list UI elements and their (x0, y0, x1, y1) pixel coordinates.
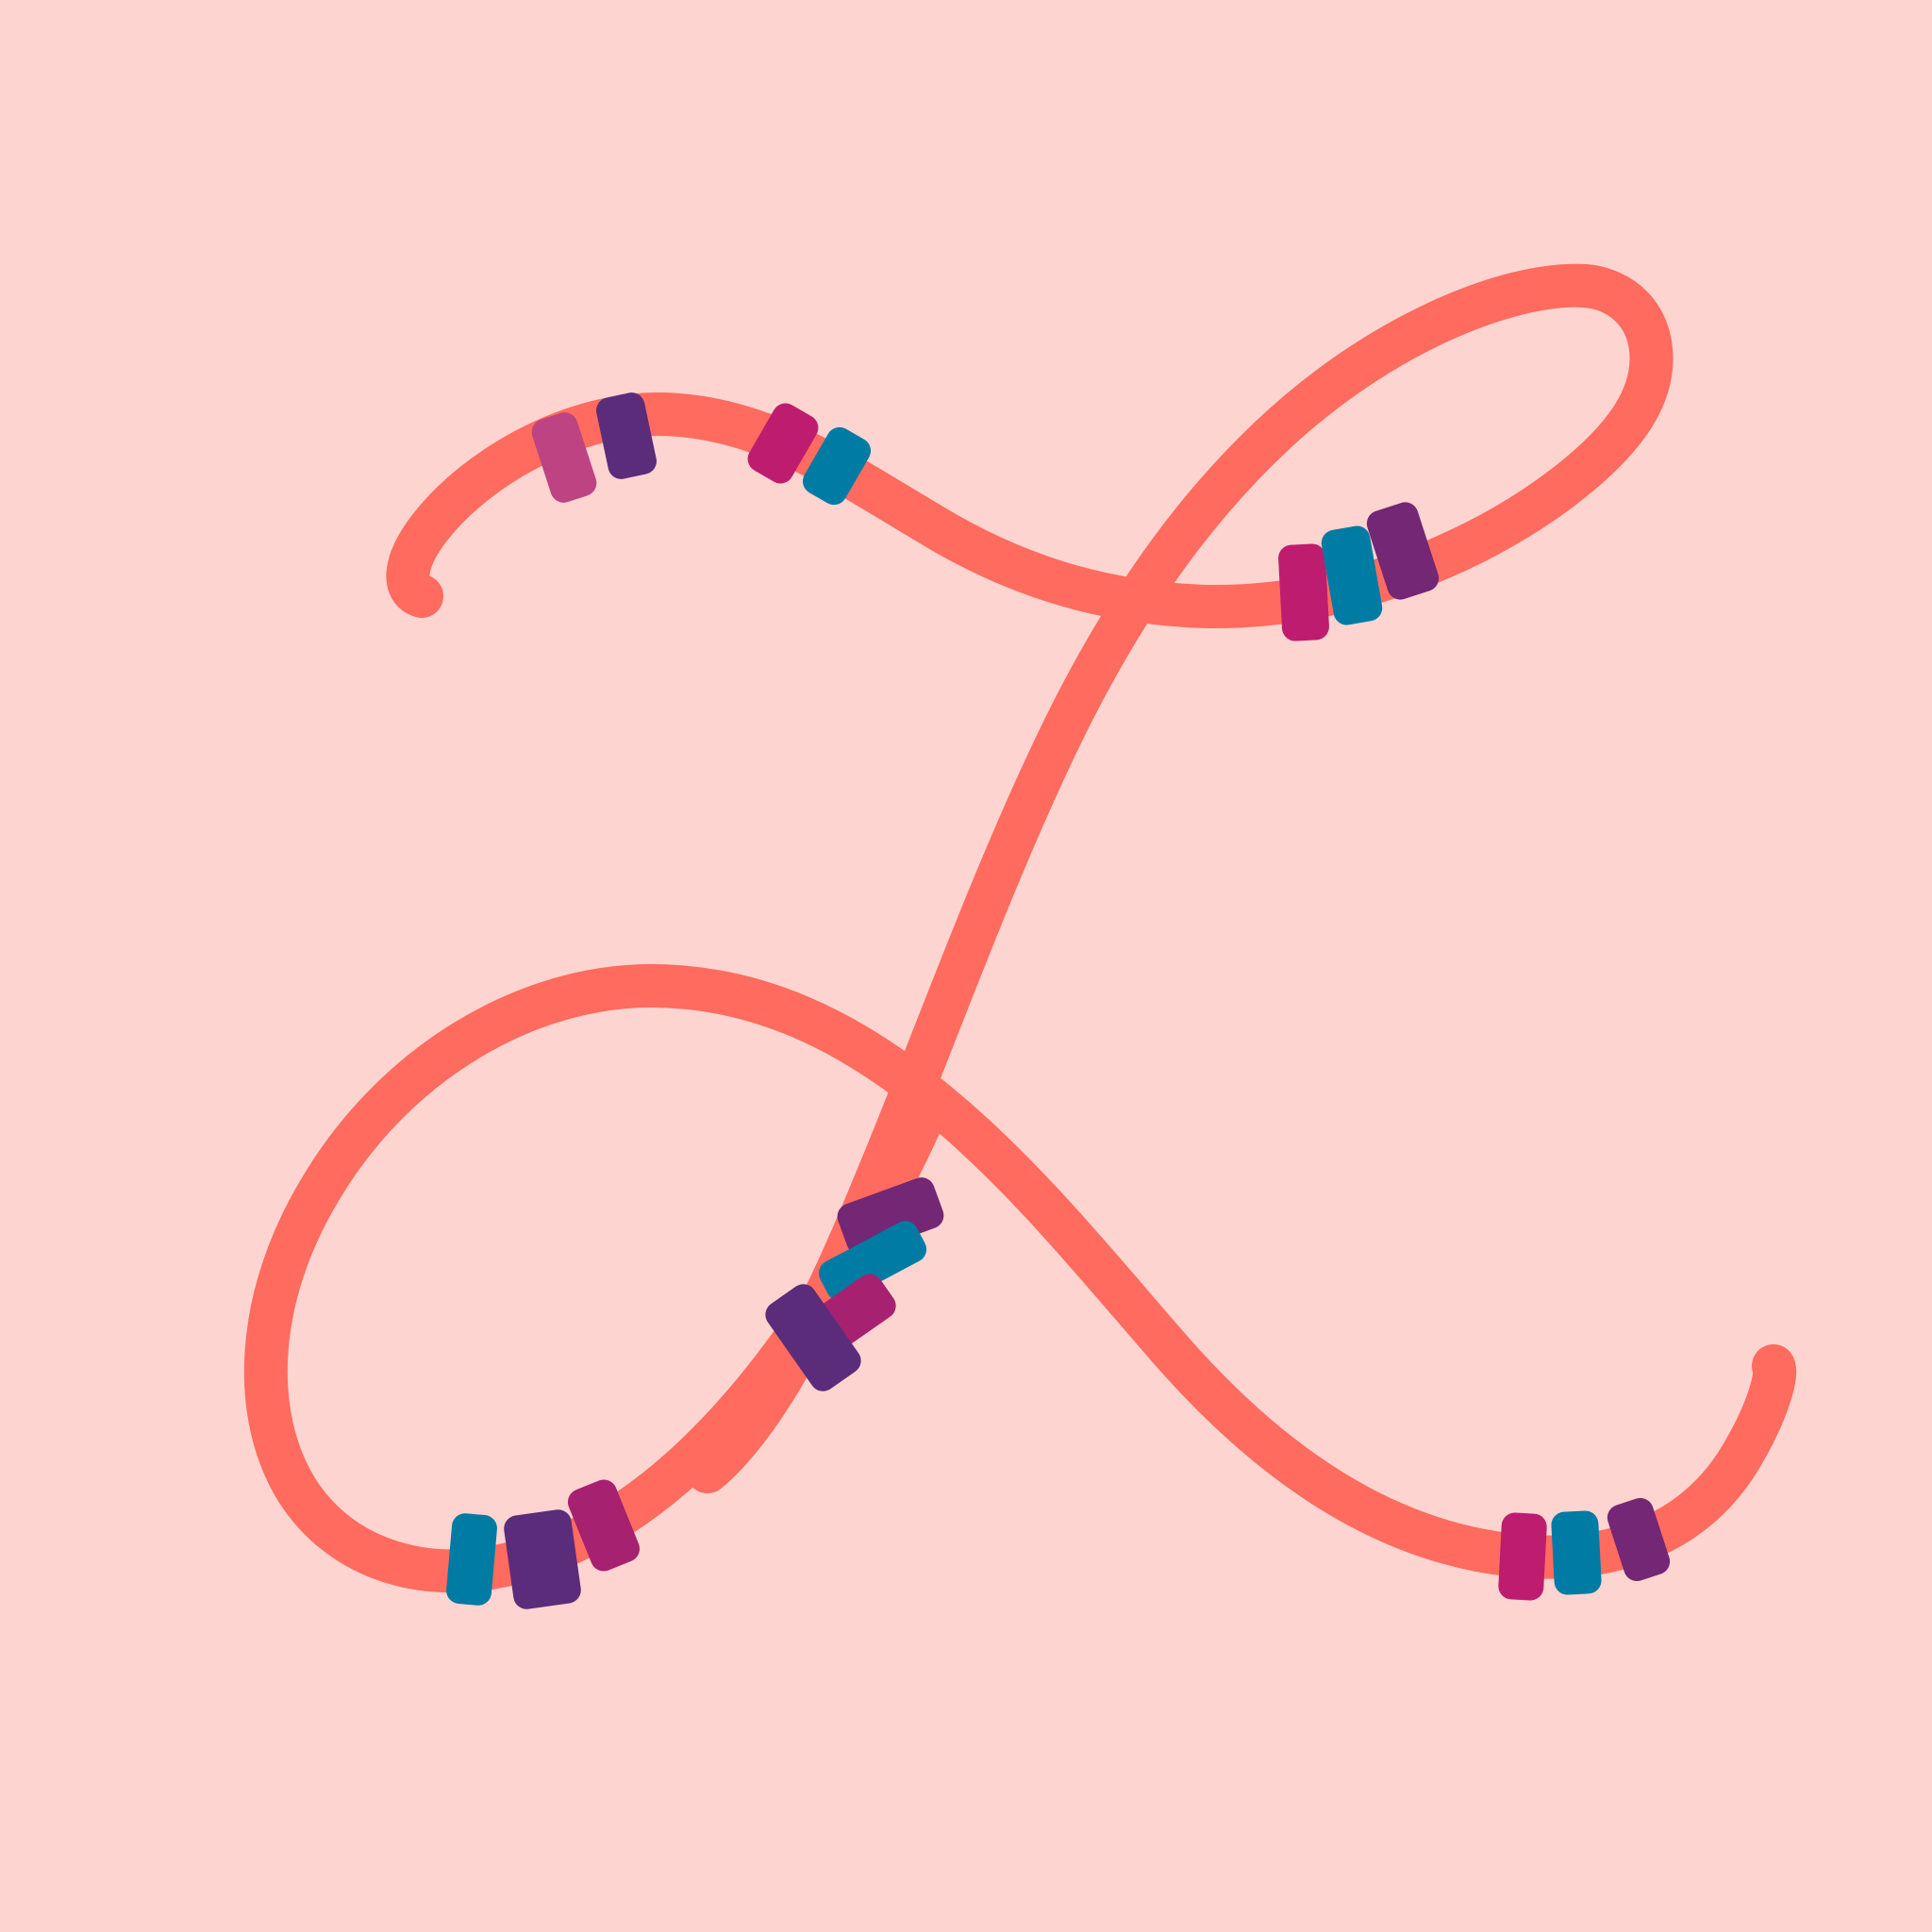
beads (446, 392, 1671, 1609)
top-left-group-bead-1 (531, 412, 597, 503)
top-right-group-bead-3 (1366, 502, 1440, 600)
top-right-group-bead-1 (1278, 543, 1329, 641)
bottom-right-group-bead-1 (1498, 1512, 1547, 1601)
center-group-bead-4 (765, 1284, 861, 1391)
bottom-right-group-bead-3 (1607, 1497, 1671, 1582)
bottom-right-group-bead-2 (1551, 1510, 1602, 1595)
top-left-group-bead-2 (596, 392, 657, 479)
top-middle-group-bead-2 (802, 426, 872, 506)
center-group-bead-1 (837, 1177, 944, 1255)
cord (243, 263, 1797, 1593)
bottom-left-group-bead-1 (446, 1513, 497, 1606)
bottom-left-group-bead-3 (567, 1479, 641, 1572)
cord-path (243, 263, 1797, 1593)
center-group-bead-2 (818, 1221, 927, 1302)
bottom-left-group-bead-2 (504, 1509, 581, 1609)
top-middle-group-bead-1 (747, 403, 819, 484)
top-right-group-bead-2 (1321, 525, 1383, 625)
